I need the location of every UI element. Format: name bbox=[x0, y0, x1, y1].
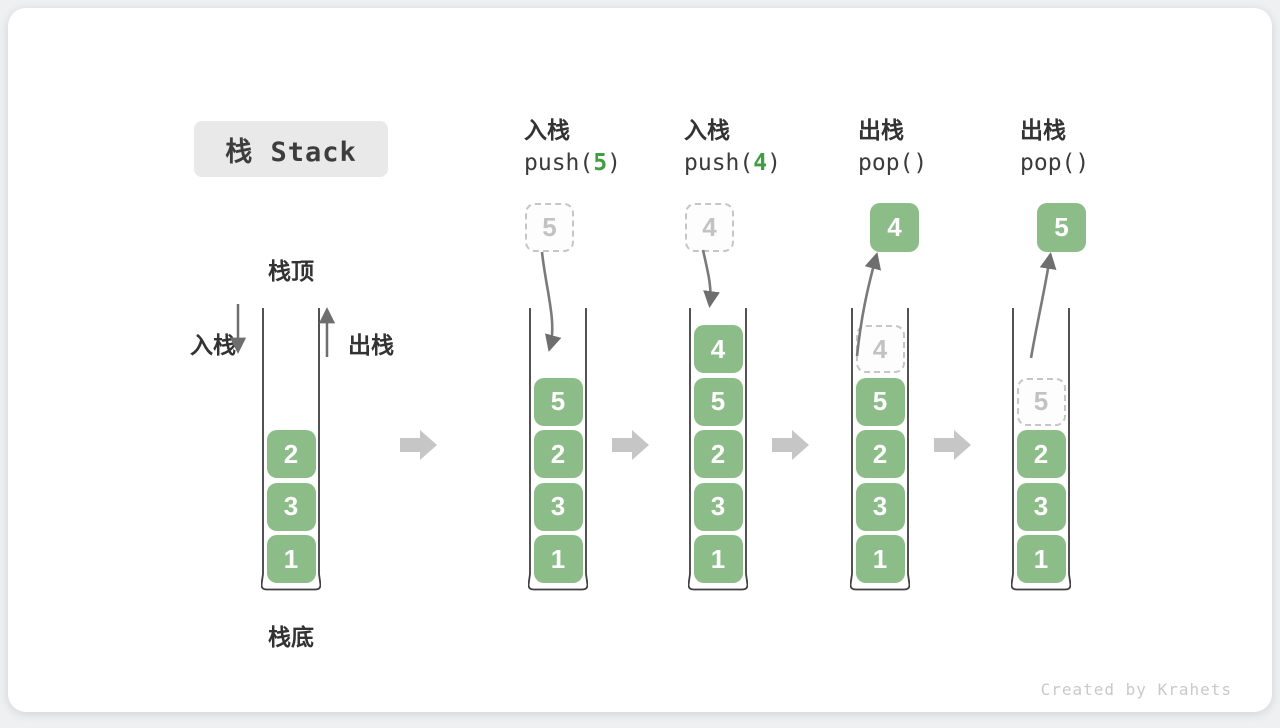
stack-bottom-label: 栈底 bbox=[268, 624, 314, 650]
code-pre: pop() bbox=[858, 150, 928, 176]
floating-element-push-5: 5 bbox=[525, 203, 574, 252]
stack-element: 2 bbox=[855, 430, 905, 478]
stack-container-outline bbox=[850, 308, 910, 591]
stack-element: 5 bbox=[693, 377, 743, 426]
stack-element: 1 bbox=[533, 535, 583, 583]
stack-container-outline bbox=[1011, 308, 1071, 591]
operation-code: push(5) bbox=[524, 146, 621, 180]
stack-element: 3 bbox=[533, 482, 583, 531]
operation-name-cn: 出栈 bbox=[1020, 117, 1066, 143]
stack-element: 2 bbox=[533, 430, 583, 478]
operation-name-cn: 出栈 bbox=[858, 117, 904, 143]
operation-name-cn: 入栈 bbox=[524, 117, 570, 143]
stack-element: 5 bbox=[855, 377, 905, 426]
stack-element: 1 bbox=[266, 535, 316, 583]
code-pre: push( bbox=[684, 150, 754, 176]
code-arg: 5 bbox=[593, 150, 608, 176]
stack-element: 2 bbox=[266, 430, 316, 478]
stack-element: 2 bbox=[1016, 430, 1066, 478]
stage-label-push-4: 入栈 push(4) bbox=[684, 114, 781, 180]
diagram-card: 栈 Stack 栈顶 栈底 入栈 出栈 Created by Krahets 2… bbox=[8, 8, 1272, 712]
stack-element: 5 bbox=[533, 377, 583, 426]
stack-container-outline bbox=[261, 308, 321, 591]
stage-transition-arrow-icon bbox=[772, 430, 809, 460]
code-pre: pop() bbox=[1020, 150, 1090, 176]
push-direction-label: 入栈 bbox=[190, 332, 236, 358]
stack-element: 3 bbox=[693, 482, 743, 531]
code-post: ) bbox=[607, 150, 621, 176]
code-arg: 4 bbox=[753, 150, 768, 176]
pop-direction-label: 出栈 bbox=[348, 332, 394, 358]
operation-code: pop() bbox=[858, 146, 927, 180]
stack-element: 1 bbox=[855, 535, 905, 583]
watermark-credit: Created by Krahets bbox=[1040, 680, 1232, 699]
stack-element: 3 bbox=[855, 482, 905, 531]
stage-label-pop-5: 出栈 pop() bbox=[1020, 114, 1089, 180]
code-post: ) bbox=[767, 150, 781, 176]
stack-element: 4 bbox=[855, 325, 905, 373]
stack-container-outline bbox=[688, 308, 748, 591]
operation-code: pop() bbox=[1020, 146, 1089, 180]
stage-label-push-5: 入栈 push(5) bbox=[524, 114, 621, 180]
floating-element-pop-5: 5 bbox=[1037, 203, 1086, 252]
stack-element: 3 bbox=[1016, 482, 1066, 531]
stage-transition-arrow-icon bbox=[934, 430, 971, 460]
stack-top-label: 栈顶 bbox=[268, 258, 314, 284]
code-pre: push( bbox=[524, 150, 594, 176]
stage-transition-arrow-icon bbox=[612, 430, 649, 460]
operation-code: push(4) bbox=[684, 146, 781, 180]
stack-element: 1 bbox=[693, 535, 743, 583]
stack-element: 2 bbox=[693, 430, 743, 478]
diagram-title: 栈 Stack bbox=[194, 121, 388, 177]
stack-element: 3 bbox=[266, 482, 316, 531]
stack-container-outline bbox=[528, 308, 588, 591]
operation-name-cn: 入栈 bbox=[684, 117, 730, 143]
stack-element: 4 bbox=[693, 325, 743, 373]
stage-transition-arrow-icon bbox=[400, 430, 437, 460]
floating-element-pop-4: 4 bbox=[870, 203, 919, 252]
stack-element: 5 bbox=[1016, 377, 1066, 426]
floating-element-push-4: 4 bbox=[685, 203, 734, 252]
stack-element: 1 bbox=[1016, 535, 1066, 583]
stage-label-pop-4: 出栈 pop() bbox=[858, 114, 927, 180]
